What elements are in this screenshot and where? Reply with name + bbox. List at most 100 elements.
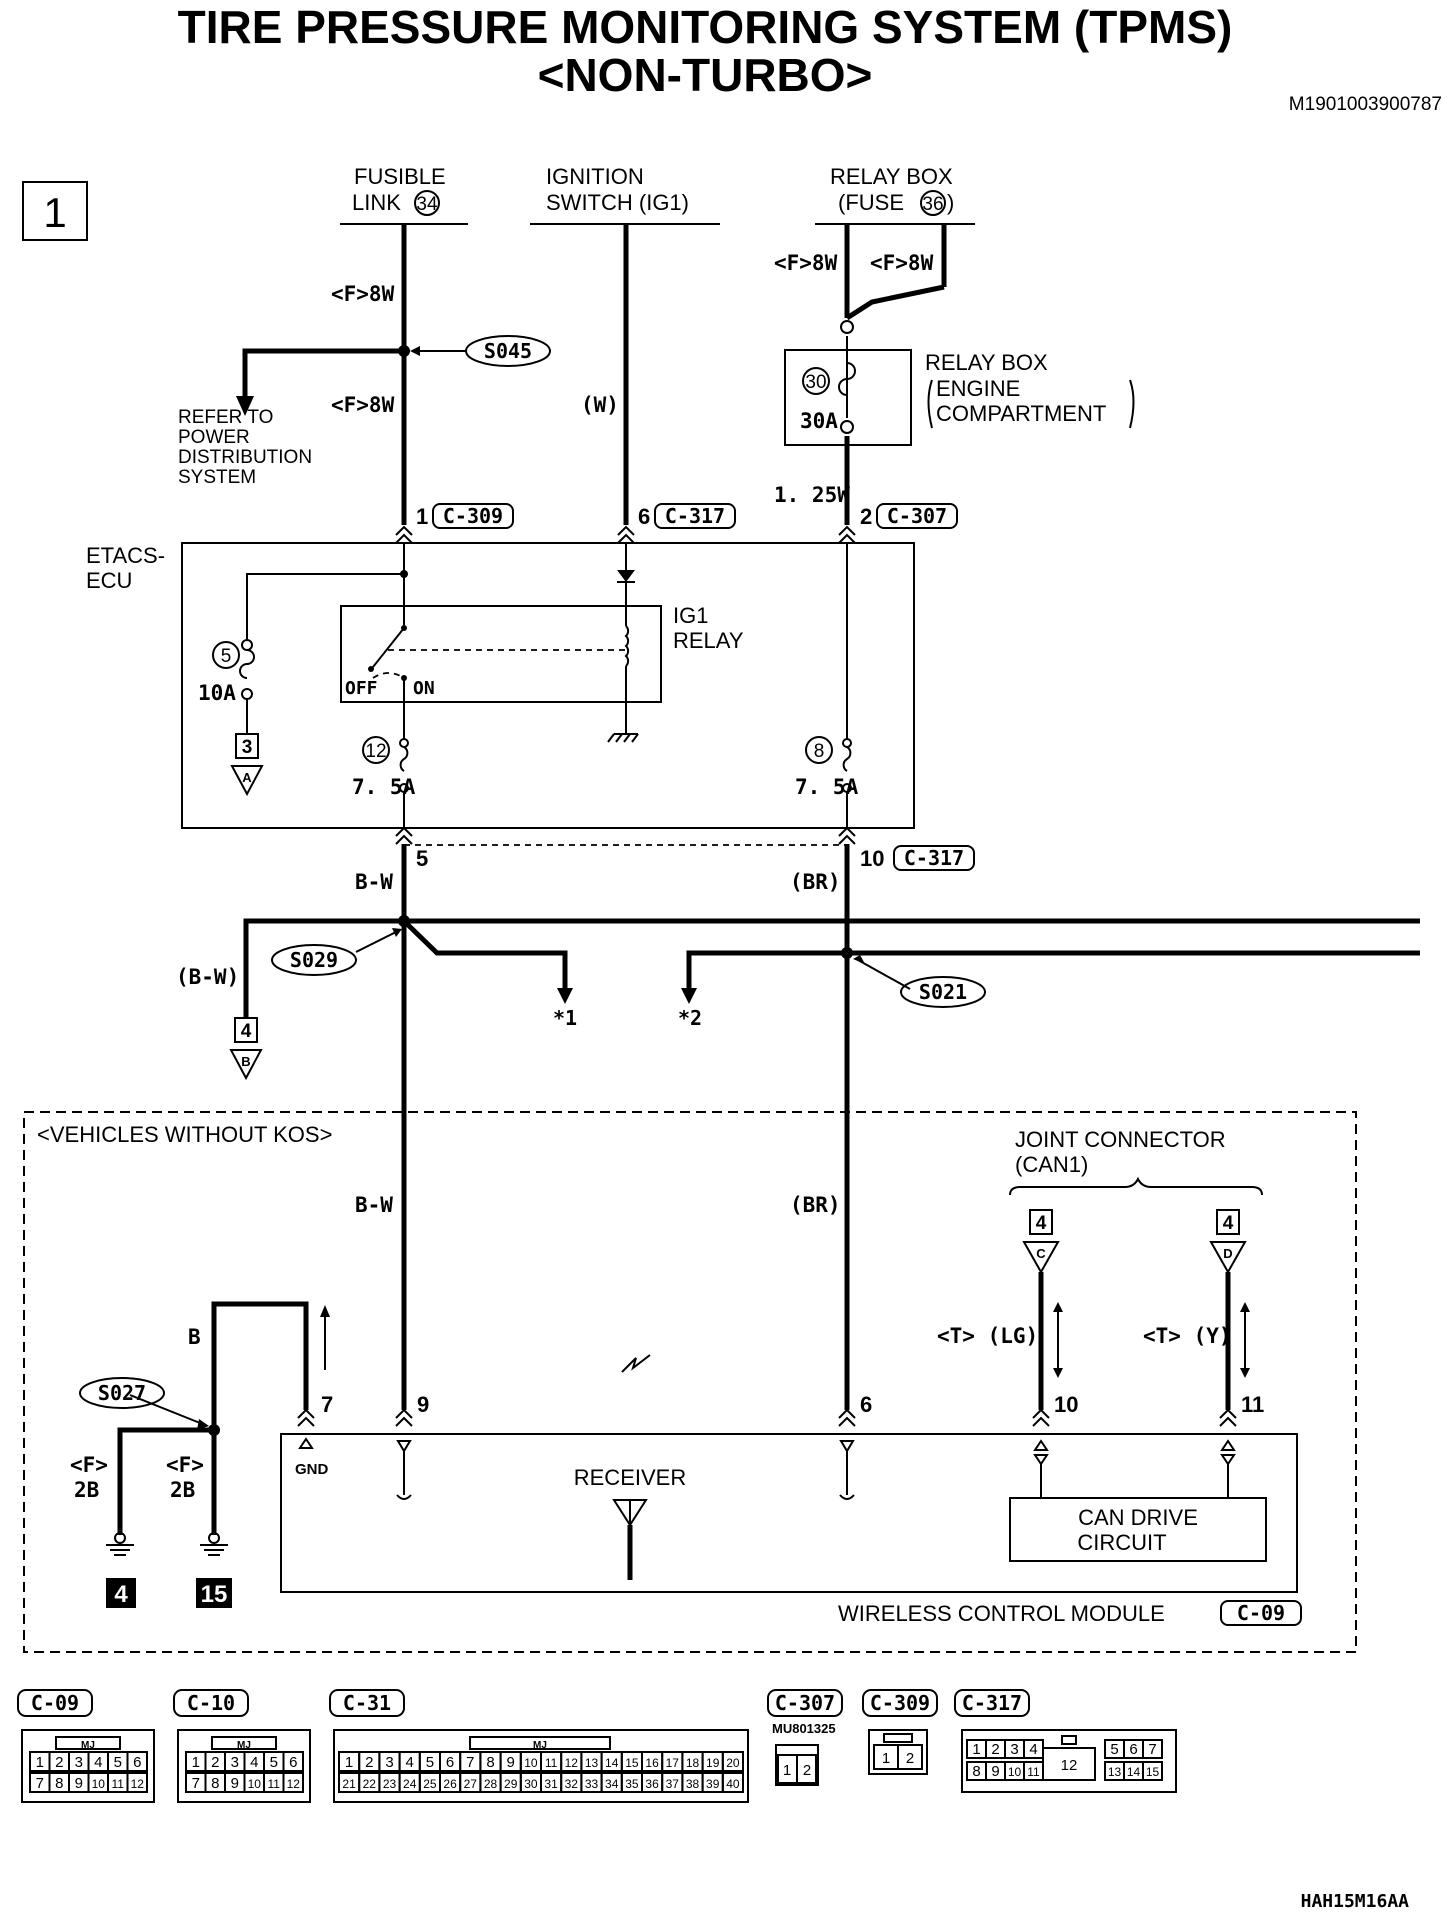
ground-point-4: 4 — [106, 1578, 136, 1608]
pin-label: 8 — [486, 1754, 494, 1771]
pin-cell — [126, 1772, 148, 1793]
mid-wiring — [243, 844, 1420, 1410]
pin-label: 7 — [192, 1775, 200, 1792]
pin-number: 11 — [1241, 1392, 1264, 1417]
splice-label: S029 — [290, 948, 338, 972]
fuse-amperage: 7. 5A — [352, 775, 416, 799]
pin-label: 10 — [524, 1756, 538, 1770]
fuse-number-circle — [414, 190, 440, 216]
relay-box-label: RELAY BOX — [830, 164, 953, 189]
fuse-number: 12 — [365, 741, 386, 762]
pin-number: 9 — [417, 1392, 429, 1417]
wire-label-f: <F> — [166, 1453, 204, 1477]
upper-wiring — [236, 224, 947, 525]
pin-cell — [1023, 1739, 1044, 1759]
ignition-label-2: SWITCH (IG1) — [546, 190, 689, 215]
refer-to-line: SYSTEM — [178, 467, 256, 488]
ref-letter: A — [242, 770, 252, 785]
footer-code: HAH15M16AA — [1301, 1891, 1410, 1912]
ground-symbol — [106, 1532, 134, 1556]
pin-label: 24 — [403, 1777, 417, 1791]
splice-label: S021 — [919, 980, 967, 1004]
pin-number: 7 — [321, 1392, 333, 1417]
wire-label-f8w: <F>8W — [774, 251, 838, 275]
pin-label: 18 — [686, 1756, 700, 1770]
connector-view-name: C-309 — [870, 1691, 930, 1715]
diagram-subtitle: <NON-TURBO> — [538, 49, 873, 101]
wire-label-br: (BR) — [790, 1193, 841, 1217]
relay-box-ec-line2: ENGINE — [936, 376, 1020, 401]
relay-box-fuse-close: ) — [947, 190, 954, 215]
fuse-number: 8 — [814, 741, 825, 762]
pin-label: 13 — [585, 1756, 599, 1770]
pin-label: 40 — [726, 1777, 740, 1791]
refer-to-line: REFER TO — [178, 407, 273, 428]
pin-label: 2 — [55, 1754, 63, 1771]
pin-label: 9 — [75, 1775, 83, 1792]
wire-label-f: <F> — [70, 1453, 108, 1477]
connector-view-c309: C-309 1 2 — [862, 1689, 938, 1775]
ref-letter: D — [1223, 1246, 1232, 1261]
refer-to-note: REFER TO POWER DISTRIBUTION SYSTEM — [178, 407, 312, 488]
pin-number: 6 — [860, 1392, 872, 1417]
ref-number: 4 — [1036, 1213, 1047, 1234]
module-connector-c09: C-09 — [1220, 1600, 1302, 1626]
pin-label: 38 — [686, 1777, 700, 1791]
connector-name: C-317 — [904, 846, 964, 870]
pin-label: 27 — [464, 1777, 478, 1791]
fusible-link-number: 34 — [416, 194, 438, 215]
splice-s045: S045 — [465, 335, 551, 367]
pin-label: 37 — [666, 1777, 680, 1791]
pin-label: 15 — [625, 1756, 639, 1770]
source-ignition-switch: IGNITION SWITCH (IG1) — [530, 164, 720, 225]
pin-cell — [1142, 1761, 1163, 1781]
continuation-1: *1 — [553, 1006, 577, 1030]
ground-symbol — [200, 1532, 228, 1556]
pin-label: 1 — [783, 1762, 791, 1779]
wireless-control-module: GND RECEIVER CAN DRIVE CIRCUIT — [280, 1433, 1298, 1593]
ground-point-15: 15 — [196, 1578, 232, 1608]
pin-cell — [721, 1772, 744, 1793]
pin-label: 6 — [1129, 1741, 1137, 1758]
antenna-icon — [612, 1499, 648, 1580]
pin-label: 4 — [250, 1754, 258, 1771]
document-id: M1901003900787 — [1289, 94, 1442, 115]
pin-label: 3 — [1010, 1741, 1018, 1758]
pin-label: 28 — [484, 1777, 498, 1791]
pin-label: 6 — [133, 1754, 141, 1771]
joint-connector-can1: JOINT CONNECTOR (CAN1) — [1009, 1127, 1263, 1196]
pin-label: 6 — [446, 1754, 454, 1771]
wire-label-ty: <T> (Y) — [1143, 1324, 1232, 1348]
pin-label: 9 — [507, 1754, 515, 1771]
pin-label: 3 — [231, 1754, 239, 1771]
relay-box-ec-title: RELAY BOX — [925, 350, 1048, 375]
pin-label: 11 — [1027, 1765, 1040, 1779]
splice-label: S027 — [98, 1381, 146, 1405]
wire-label-br: (BR) — [790, 870, 841, 894]
splice-s027: S027 — [79, 1377, 165, 1409]
pin-label: 22 — [363, 1777, 377, 1791]
pin-label: 21 — [342, 1777, 356, 1791]
lower-wiring — [117, 1272, 1250, 1535]
source-fusible-link: FUSIBLE LINK 34 — [340, 164, 468, 225]
pin-label: 3 — [75, 1754, 83, 1771]
relay-box-engine-compartment: 30 30A RELAY BOX ENGINE COMPARTMENT — [784, 349, 1135, 446]
pin-label: 2 — [906, 1750, 914, 1767]
pin-label: 34 — [605, 1777, 619, 1791]
fuse-number: 30 — [805, 372, 826, 393]
pin-label: 31 — [544, 1777, 558, 1791]
connector-name: C-317 — [665, 504, 725, 528]
connector-view-name: C-307 — [775, 1691, 835, 1715]
pin-number: 10 — [1054, 1392, 1078, 1417]
vehicles-without-kos-box — [23, 1111, 1357, 1653]
pin-label: 1 — [36, 1754, 44, 1771]
pin-label: 12 — [131, 1777, 145, 1791]
pin-label: 1 — [192, 1754, 200, 1771]
connector-tag: MJ — [237, 1740, 251, 1751]
pin-label: 14 — [1127, 1765, 1141, 1779]
wire-label-f8w: <F>8W — [331, 282, 395, 306]
